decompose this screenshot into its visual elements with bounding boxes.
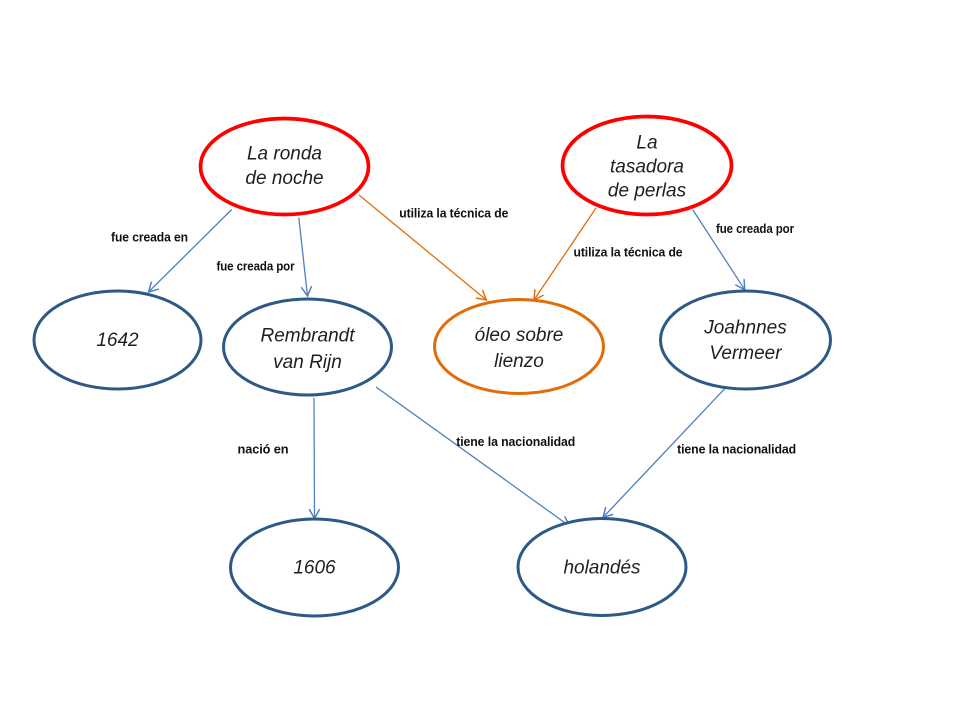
svg-text:La ronda: La ronda: [247, 144, 322, 165]
svg-text:utiliza la técnica de: utiliza la técnica de: [574, 245, 683, 259]
svg-text:Vermeer: Vermeer: [709, 343, 782, 364]
svg-text:lienzo: lienzo: [494, 351, 544, 372]
svg-text:tiene la nacionalidad: tiene la nacionalidad: [677, 442, 796, 456]
svg-text:fue creada por: fue creada por: [716, 222, 794, 236]
svg-text:Joahnnes: Joahnnes: [703, 318, 787, 339]
svg-text:óleo sobre: óleo sobre: [475, 325, 564, 346]
svg-text:de noche: de noche: [245, 168, 323, 189]
svg-text:fue creada por: fue creada por: [217, 260, 295, 274]
svg-text:1642: 1642: [96, 330, 139, 351]
svg-text:van Rijn: van Rijn: [273, 352, 342, 373]
svg-text:La: La: [636, 133, 657, 154]
svg-text:nació en: nació en: [238, 442, 289, 456]
svg-text:tasadora: tasadora: [610, 157, 684, 178]
svg-text:tiene la nacionalidad: tiene la nacionalidad: [456, 435, 575, 449]
svg-text:fue creada en: fue creada en: [111, 230, 188, 244]
svg-text:Rembrandt: Rembrandt: [261, 326, 356, 347]
svg-text:de perlas: de perlas: [608, 181, 687, 202]
svg-text:1606: 1606: [293, 558, 336, 579]
svg-text:utiliza la técnica de: utiliza la técnica de: [399, 207, 508, 221]
svg-text:holandés: holandés: [563, 558, 641, 579]
